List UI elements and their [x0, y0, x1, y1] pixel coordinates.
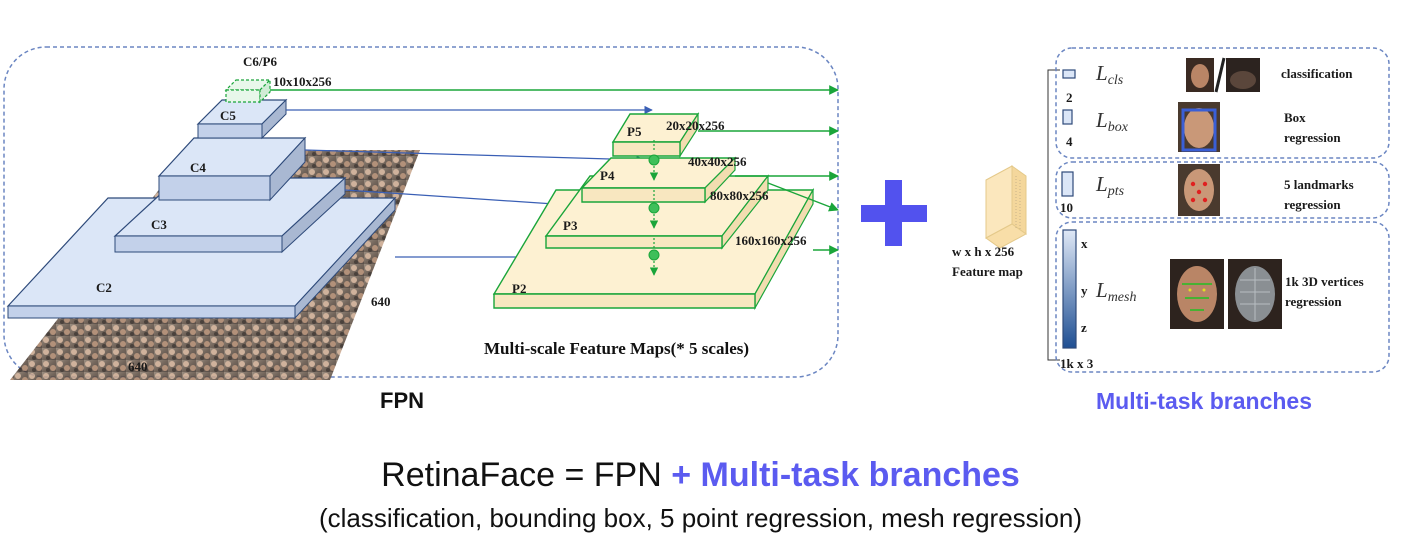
pts-channels: 10: [1060, 200, 1073, 215]
level-c5-label: C5: [220, 108, 236, 123]
mesh-face-thumbnails: [1170, 259, 1282, 329]
feature-pyramid: [492, 111, 815, 311]
mesh-desc-1: 1k 3D vertices: [1285, 274, 1364, 289]
loss-cls: Lcls: [1095, 61, 1124, 88]
branch-box-mesh: [1055, 221, 1390, 373]
c6-dims-label: 10x10x256: [273, 74, 332, 89]
feature-map-cube: [985, 165, 1027, 249]
backbone-pyramid: [6, 78, 397, 320]
loss-pts: Lpts: [1095, 172, 1125, 199]
merge-nodes: [648, 154, 660, 261]
branch-bracket: [1047, 69, 1060, 361]
p3-label: P3: [563, 218, 578, 233]
cls-desc: classification: [1281, 66, 1353, 81]
output-arrows: [270, 85, 839, 255]
loss-box: Lbox: [1095, 108, 1129, 135]
cls-face-thumbnails: [1186, 57, 1260, 93]
box-desc-2: regression: [1284, 130, 1341, 145]
box-desc-1: Box: [1284, 110, 1306, 125]
box-face-thumbnail: [1178, 102, 1220, 152]
branch-box-cls-box: [1055, 47, 1390, 159]
mesh-axis-x: x: [1081, 236, 1088, 251]
branch-box-pts: [1055, 161, 1390, 219]
pts-desc-1: 5 landmarks: [1284, 177, 1354, 192]
level-c2-label: C2: [96, 280, 112, 295]
mesh-axis-y: y: [1081, 283, 1088, 298]
p5-dims-label: 20x20x256: [666, 118, 725, 133]
pts-desc-2: regression: [1284, 197, 1341, 212]
pts-face-thumbnail: [1178, 164, 1220, 216]
branches-caption: Multi-task branches: [1096, 388, 1312, 414]
main-title-prefix: RetinaFace = FPN: [381, 456, 662, 494]
level-c4-label: C4: [190, 160, 206, 175]
p4-label: P4: [600, 168, 615, 183]
p4-dims-label: 40x40x256: [688, 154, 747, 169]
p5-label: P5: [627, 124, 642, 139]
mesh-channels: 1k x 3: [1060, 356, 1094, 371]
fpn-container: [3, 46, 839, 378]
cls-tensor-icon: [1062, 69, 1076, 79]
level-c3-label: C3: [151, 217, 167, 232]
fpn-caption: FPN: [380, 388, 424, 413]
plus-icon: [861, 180, 927, 246]
p2-dims-label: 160x160x256: [735, 233, 807, 248]
input-width-label: 640: [371, 294, 391, 309]
main-title-accent: + Multi-task branches: [671, 456, 1020, 494]
subtitle: (classification, bounding box, 5 point r…: [318, 503, 1083, 533]
level-c6-label: C6/P6: [243, 54, 277, 69]
loss-mesh: Lmesh: [1095, 278, 1136, 305]
box-tensor-icon: [1062, 109, 1073, 125]
cls-channels: 2: [1066, 90, 1073, 105]
input-height-label: 640: [128, 359, 148, 374]
multiscale-label: Multi-scale Feature Maps(* 5 scales): [484, 339, 749, 358]
p2-label: P2: [512, 281, 526, 296]
mesh-tensor-icon: [1062, 229, 1077, 349]
feature-map-dims: w x h x 256: [952, 244, 1015, 259]
p3-dims-label: 80x80x256: [710, 188, 769, 203]
main-title: RetinaFace = FPN + Multi-task branches: [0, 456, 1401, 495]
feature-map-label: Feature map: [952, 264, 1023, 279]
mesh-axis-z: z: [1081, 320, 1087, 335]
pts-tensor-icon: [1061, 171, 1074, 197]
mesh-desc-2: regression: [1285, 294, 1342, 309]
box-channels: 4: [1066, 134, 1073, 149]
